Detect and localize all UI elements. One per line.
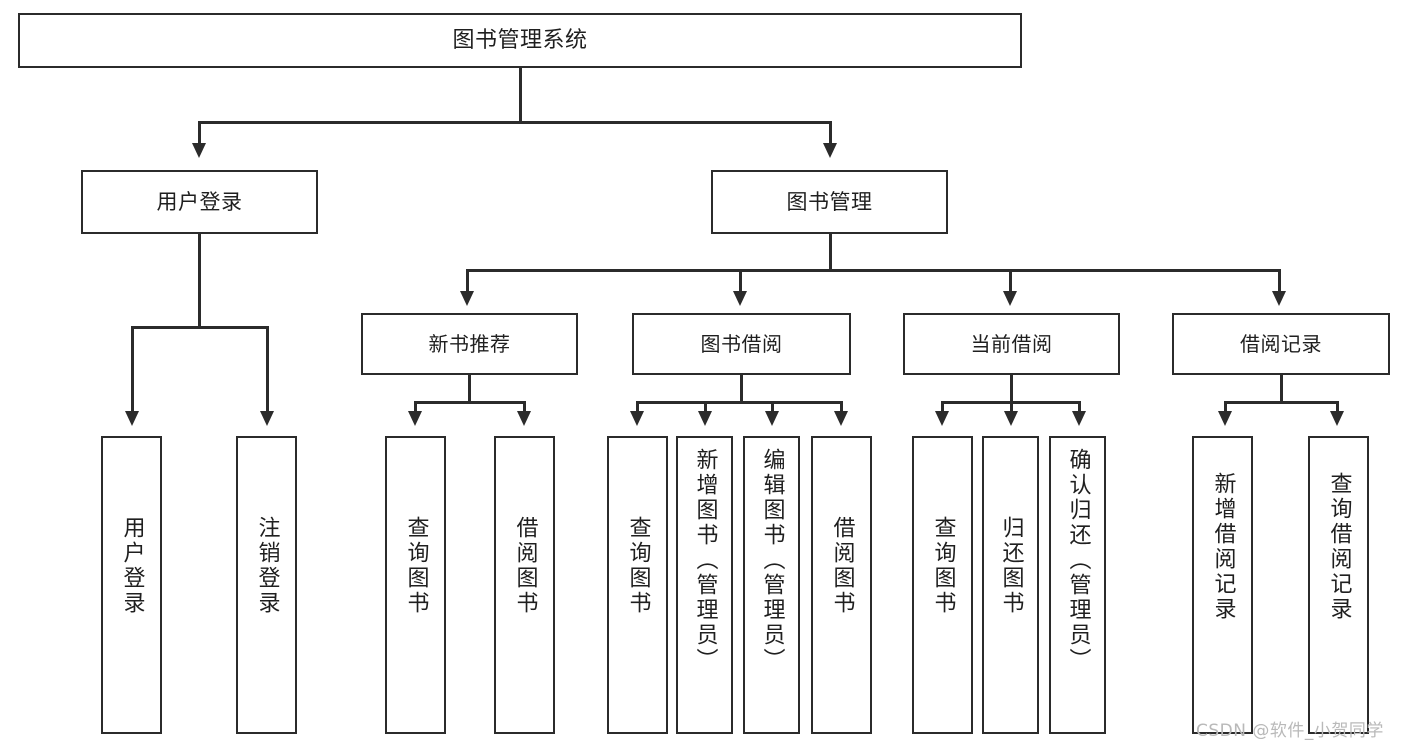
node-borrow-record[interactable]: 借阅记录	[1172, 313, 1390, 375]
node-label: 当前借阅	[970, 331, 1053, 356]
arrow-current-to-return-book	[1004, 411, 1018, 426]
connector-borrow-leaf3	[771, 401, 774, 413]
connector-borrow-down	[740, 375, 743, 403]
connector-book-to-current	[1009, 269, 1012, 293]
arrow-user-to-logout	[260, 411, 274, 426]
arrow-borrow-to-query-book	[630, 411, 644, 426]
leaf-current-confirm-return-admin[interactable]: 确认归还（管理员）	[1049, 436, 1106, 734]
arrow-borrow-to-edit-book	[765, 411, 779, 426]
node-book-borrow[interactable]: 图书借阅	[632, 313, 851, 375]
connector-book-to-record	[1278, 269, 1281, 293]
connector-recommend-down	[468, 375, 471, 403]
node-current-borrow[interactable]: 当前借阅	[903, 313, 1120, 375]
connector-recommend-leaf1	[414, 401, 417, 413]
leaf-record-add-record[interactable]: 新增借阅记录	[1192, 436, 1253, 734]
arrow-book-to-borrow-record	[1272, 291, 1286, 306]
connector-current-leaf1	[941, 401, 944, 413]
connector-recommend-leaf2	[523, 401, 526, 413]
connector-user-leaf2	[266, 326, 269, 413]
node-label: 编辑图书（管理员）	[759, 448, 785, 673]
leaf-user-login[interactable]: 用户登录	[101, 436, 162, 734]
leaf-recommend-borrow-book[interactable]: 借阅图书	[494, 436, 555, 734]
leaf-user-logout[interactable]: 注销登录	[236, 436, 297, 734]
connector-root-bus	[198, 121, 832, 124]
node-label: 新增借阅记录	[1210, 472, 1236, 622]
node-label: 查询图书	[403, 516, 429, 616]
connector-record-down	[1280, 375, 1283, 403]
leaf-borrow-borrow-book[interactable]: 借阅图书	[811, 436, 872, 734]
node-label: 图书管理	[786, 189, 873, 214]
arrow-root-to-book-manage	[823, 143, 837, 158]
connector-book-down	[829, 234, 832, 271]
node-user-login[interactable]: 用户登录	[81, 170, 318, 234]
node-label: 查询图书	[625, 516, 651, 616]
connector-root-to-book	[829, 121, 832, 145]
node-book-management[interactable]: 图书管理	[711, 170, 948, 234]
connector-current-leaf2	[1010, 401, 1013, 413]
connector-user-leaf1	[131, 326, 134, 413]
node-label: 新增图书（管理员）	[692, 448, 718, 673]
node-label: 查询借阅记录	[1326, 472, 1352, 622]
connector-user-down	[198, 234, 201, 328]
arrow-record-to-add-record	[1218, 411, 1232, 426]
connector-borrow-leaf1	[636, 401, 639, 413]
connector-record-bus	[1224, 401, 1337, 404]
node-label: 借阅图书	[512, 516, 538, 616]
connector-root-to-user	[198, 121, 201, 145]
node-label: 图书借阅	[700, 331, 783, 356]
arrow-book-to-book-borrow	[733, 291, 747, 306]
arrow-recommend-to-query-book	[408, 411, 422, 426]
connector-borrow-bus	[636, 401, 843, 404]
node-label: 用户登录	[156, 189, 243, 214]
node-root-system[interactable]: 图书管理系统	[18, 13, 1022, 68]
connector-record-leaf1	[1224, 401, 1227, 413]
arrow-book-to-new-recommend	[460, 291, 474, 306]
arrow-borrow-to-add-book	[698, 411, 712, 426]
node-label: 借阅图书	[829, 516, 855, 616]
connector-recommend-bus	[414, 401, 524, 404]
connector-book-to-recommend	[466, 269, 469, 293]
connector-borrow-leaf4	[840, 401, 843, 413]
node-label: 用户登录	[119, 516, 145, 616]
arrow-record-to-query-record	[1330, 411, 1344, 426]
arrow-recommend-to-borrow-book	[517, 411, 531, 426]
arrow-book-to-current-borrow	[1003, 291, 1017, 306]
node-new-book-recommend[interactable]: 新书推荐	[361, 313, 578, 375]
connector-current-down	[1010, 375, 1013, 403]
arrow-borrow-to-borrow-book	[834, 411, 848, 426]
leaf-record-query-record[interactable]: 查询借阅记录	[1308, 436, 1369, 734]
leaf-borrow-query-book[interactable]: 查询图书	[607, 436, 668, 734]
node-label: 注销登录	[254, 516, 280, 616]
connector-current-leaf3	[1078, 401, 1081, 413]
connector-borrow-leaf2	[704, 401, 707, 413]
arrow-current-to-query-book	[935, 411, 949, 426]
connector-book-to-borrow	[739, 269, 742, 293]
connector-user-bus	[131, 326, 268, 329]
node-label: 图书管理系统	[452, 27, 588, 53]
arrow-current-to-confirm-return	[1072, 411, 1086, 426]
node-label: 借阅记录	[1240, 331, 1322, 356]
node-label: 查询图书	[930, 516, 956, 616]
leaf-borrow-edit-book-admin[interactable]: 编辑图书（管理员）	[743, 436, 800, 734]
connector-book-bus	[466, 269, 1281, 272]
leaf-recommend-query-book[interactable]: 查询图书	[385, 436, 446, 734]
arrow-root-to-user-login	[192, 143, 206, 158]
arrow-user-to-login	[125, 411, 139, 426]
node-label: 确认归还（管理员）	[1065, 448, 1091, 673]
leaf-current-query-book[interactable]: 查询图书	[912, 436, 973, 734]
node-label: 归还图书	[998, 516, 1024, 616]
connector-record-leaf2	[1336, 401, 1339, 413]
connector-root-down	[519, 68, 522, 122]
leaf-current-return-book[interactable]: 归还图书	[982, 436, 1039, 734]
leaf-borrow-add-book-admin[interactable]: 新增图书（管理员）	[676, 436, 733, 734]
node-label: 新书推荐	[428, 331, 511, 356]
